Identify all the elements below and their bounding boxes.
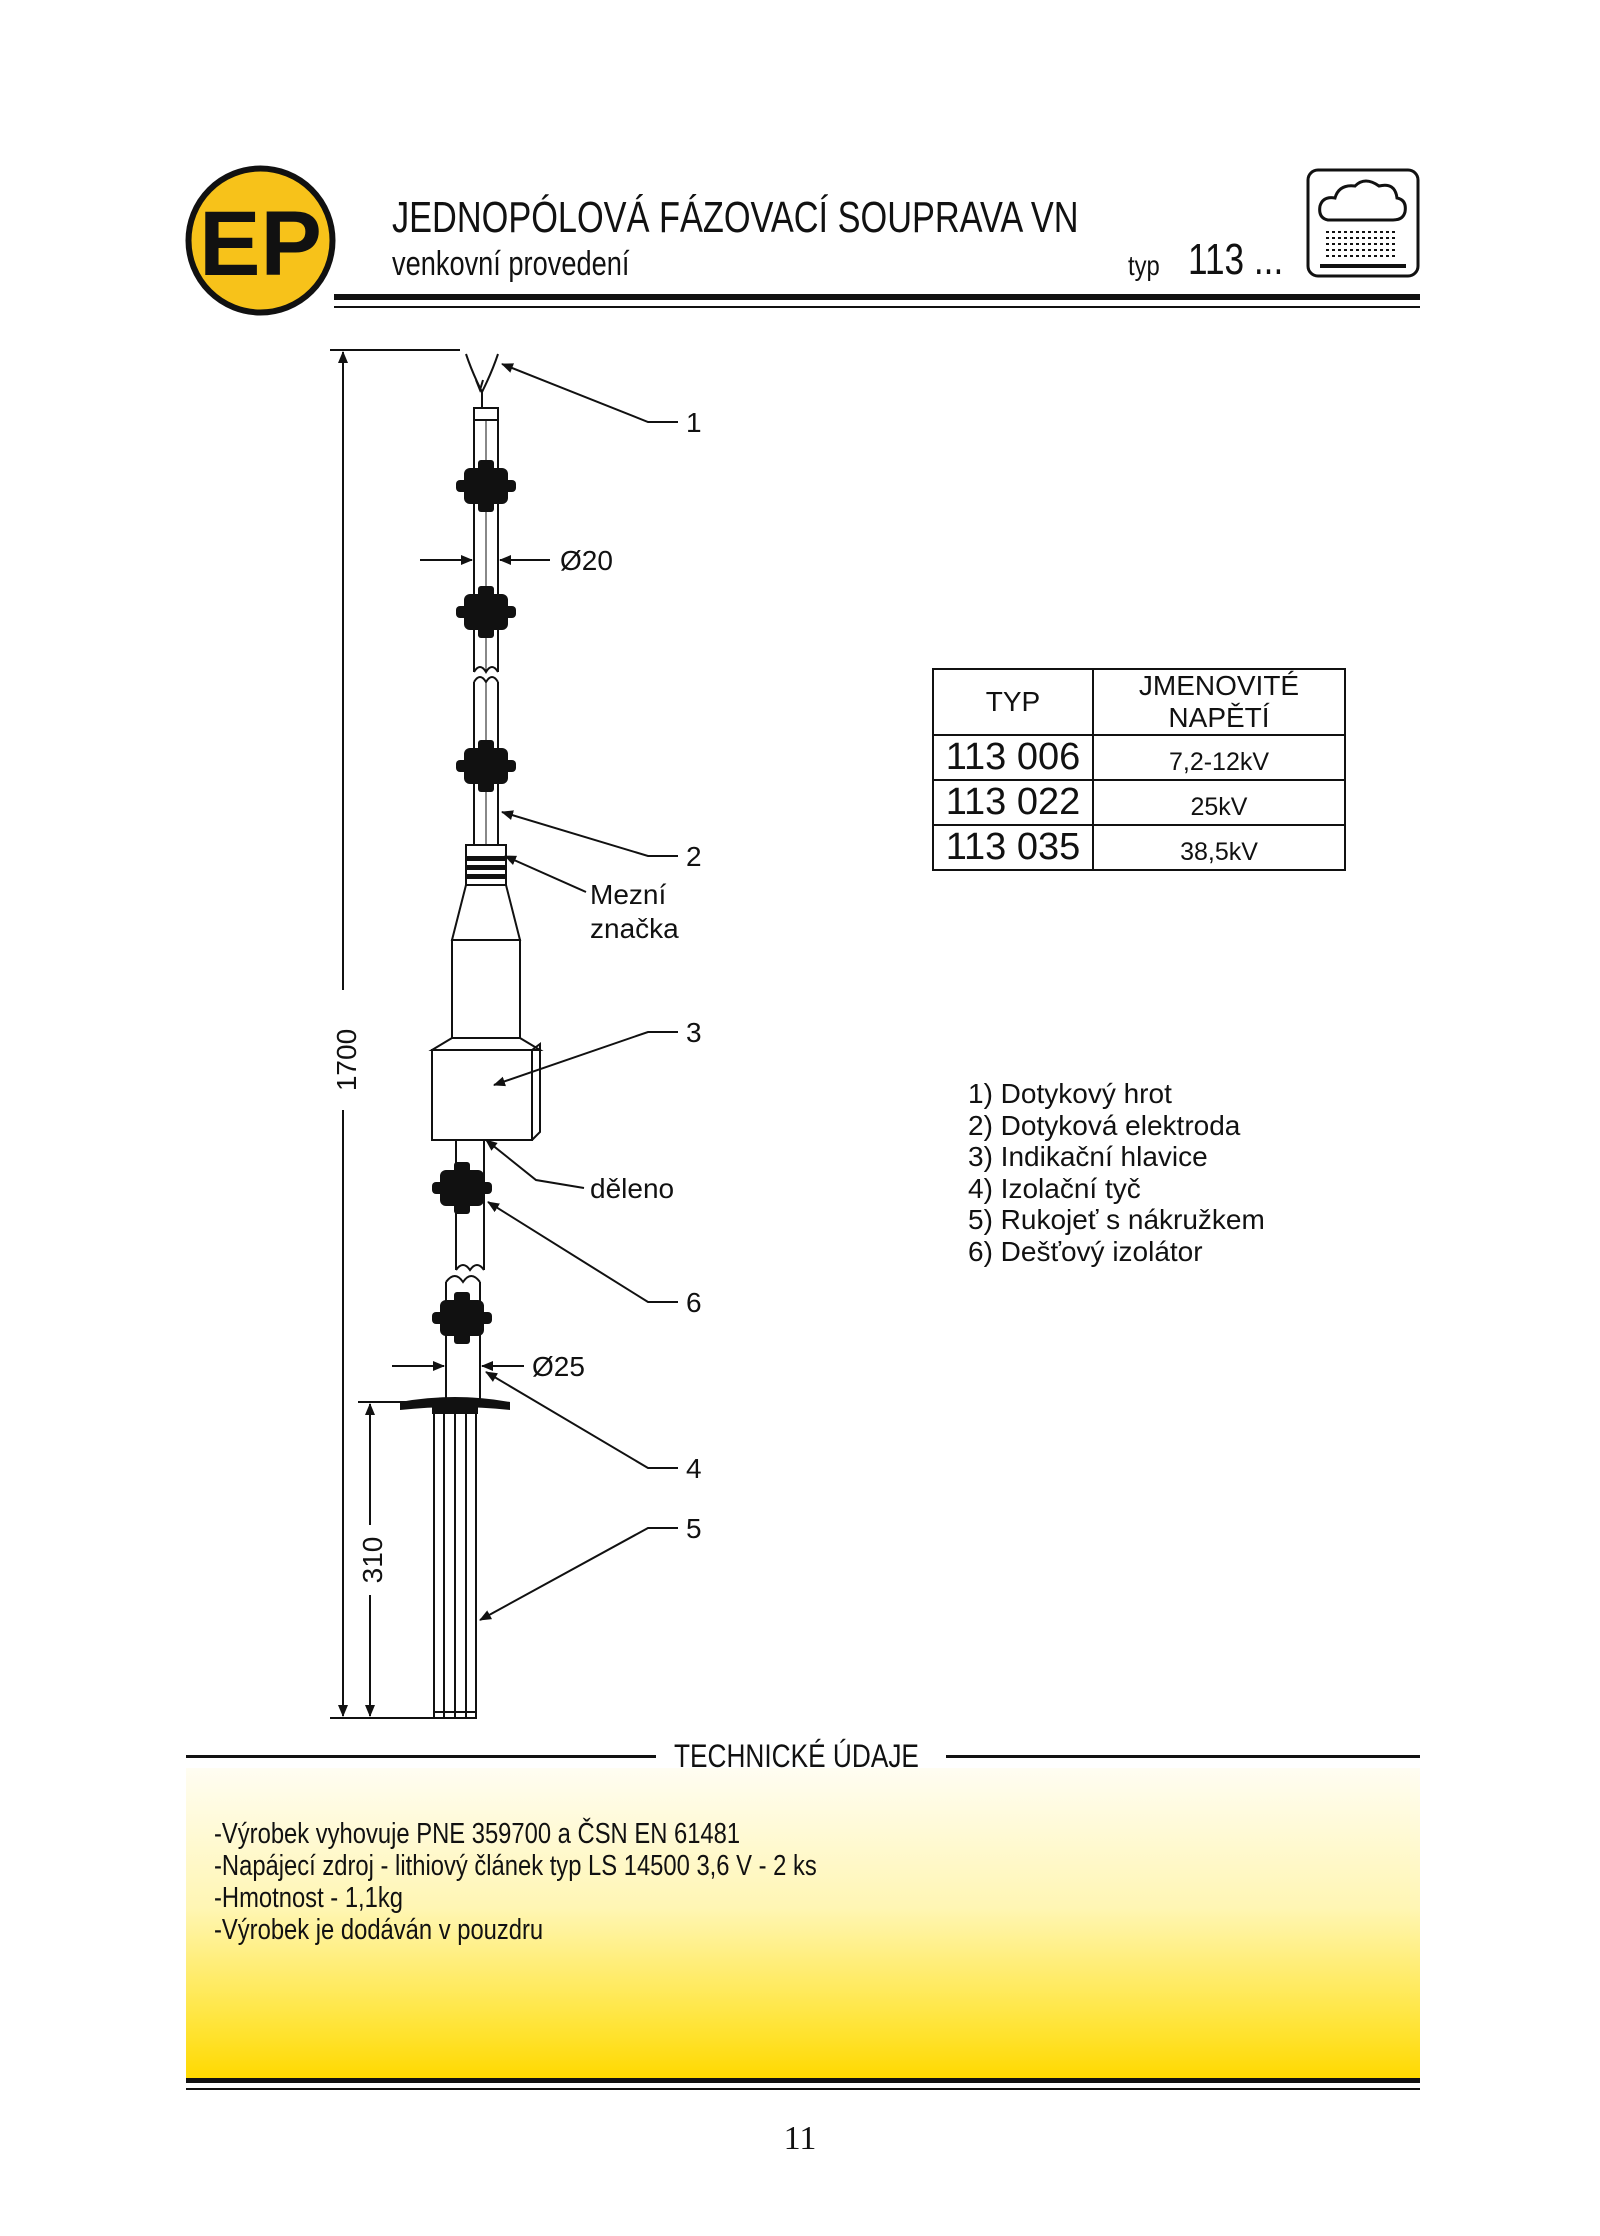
table-row: 113 006 7,2-12kV: [932, 734, 1346, 781]
callout-2: 2: [686, 841, 702, 872]
technical-line: -Napájecí zdroj - lithiový článek typ LS…: [214, 1850, 817, 1882]
table-cell-voltage: 25kV: [1092, 779, 1346, 826]
legend-item: 3) Indikační hlavice: [968, 1141, 1208, 1172]
callout-1: 1: [686, 407, 702, 438]
technical-line: -Hmotnost - 1,1kg: [214, 1882, 403, 1914]
table-cell-typ: 113 006: [932, 734, 1094, 781]
legend-item: 1) Dotykový hrot: [968, 1078, 1172, 1109]
parts-legend: 1) Dotykový hrot 2) Dotyková elektroda 3…: [968, 1078, 1265, 1267]
callout-3: 3: [686, 1017, 702, 1048]
header-rule-thin: [334, 306, 1420, 308]
legend-item: 2) Dotyková elektroda: [968, 1109, 1241, 1141]
diameter-top: Ø20: [560, 545, 613, 576]
limit-mark-label-1: Mezní: [590, 879, 666, 910]
typ-label: typ: [1128, 250, 1160, 281]
table-cell-typ: 113 035: [932, 824, 1094, 871]
callout-4: 4: [686, 1453, 702, 1484]
legend-item: 6) Dešťový izolátor: [968, 1235, 1203, 1267]
callout-6: 6: [686, 1287, 702, 1318]
technical-data-box: [186, 1768, 1420, 2078]
ep-logo: EP: [185, 165, 336, 316]
section-rule-left: [186, 1755, 656, 1758]
table-cell-voltage: 7,2-12kV: [1092, 734, 1346, 781]
header-rule: [334, 294, 1420, 300]
footer-rule-thin: [186, 2088, 1420, 2090]
technical-data-list: -Výrobek vyhovuje PNE 359700 a ČSN EN 61…: [214, 1818, 949, 1946]
page-title: JEDNOPÓLOVÁ FÁZOVACÍ SOUPRAVA VN: [392, 193, 1079, 242]
table-row: 113 035 38,5kV: [932, 824, 1346, 871]
divided-label: děleno: [590, 1173, 674, 1204]
section-title: TECHNICKÉ ÚDAJE: [674, 1738, 919, 1774]
table-header-voltage: JMENOVITÉ NAPĚTÍ: [1092, 668, 1346, 736]
logo-text: EP: [199, 193, 322, 295]
page-subtitle: venkovní provedení: [392, 245, 630, 283]
legend-item: 5) Rukojeť s nákružkem: [968, 1204, 1265, 1235]
table-cell-typ: 113 022: [932, 779, 1094, 826]
rain-cloud-icon: [1306, 168, 1420, 278]
table-cell-voltage: 38,5kV: [1092, 824, 1346, 871]
legend-item: 4) Izolační tyč: [968, 1172, 1141, 1204]
section-rule-right: [946, 1755, 1420, 1758]
limit-mark-label-2: značka: [590, 913, 679, 944]
technical-line: -Výrobek vyhovuje PNE 359700 a ČSN EN 61…: [214, 1818, 741, 1850]
spec-table: TYP JMENOVITÉ NAPĚTÍ 113 006 7,2-12kV 11…: [932, 668, 1346, 871]
diameter-bottom: Ø25: [532, 1351, 585, 1382]
typ-value: 113 ...: [1188, 235, 1284, 284]
height-handle: 310: [357, 1537, 388, 1584]
page-number: 11: [783, 2120, 817, 2157]
footer-rule: [186, 2078, 1420, 2083]
table-header-typ: TYP: [932, 668, 1094, 736]
height-total: 1700: [331, 1029, 362, 1091]
technical-line: -Výrobek je dodáván v pouzdru: [214, 1914, 544, 1946]
table-row: 113 022 25kV: [932, 779, 1346, 826]
callout-5: 5: [686, 1513, 702, 1544]
